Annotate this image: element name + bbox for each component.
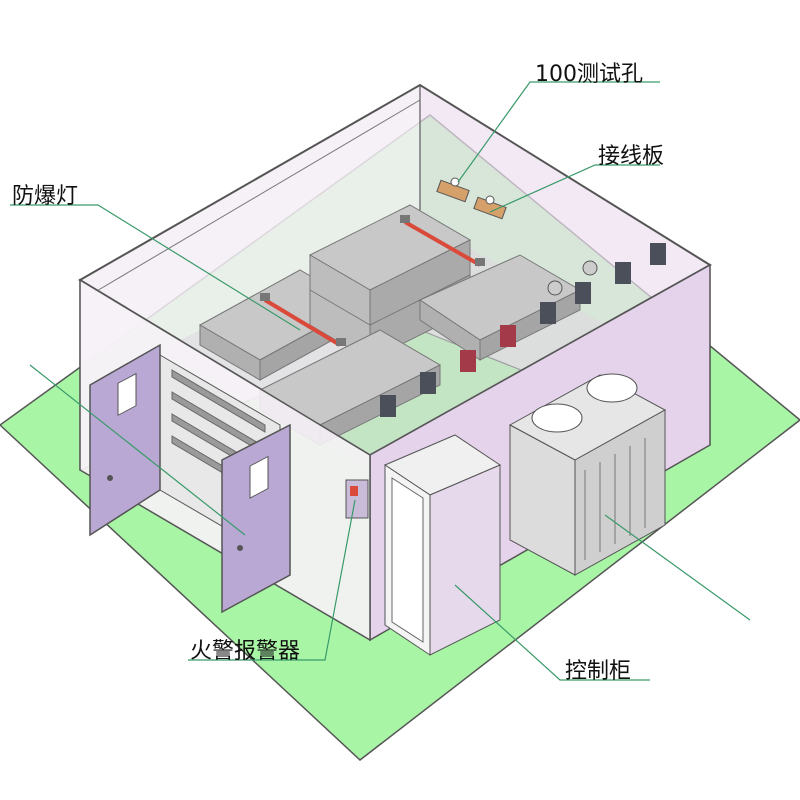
label-control-cabinet: 控制柜 bbox=[565, 659, 632, 684]
label-test-holes: 100测试孔 bbox=[535, 62, 643, 87]
fire-alarm-box bbox=[345, 479, 369, 519]
right-door[interactable] bbox=[221, 423, 291, 614]
right-door-handle[interactable] bbox=[237, 545, 243, 551]
chiller-leader bbox=[604, 514, 751, 621]
test-hole-1 bbox=[450, 177, 460, 187]
fan-motors bbox=[380, 243, 666, 417]
lamp-bar-1 bbox=[400, 215, 485, 267]
terminal-board-leader bbox=[489, 164, 660, 213]
callout-lines bbox=[10, 81, 751, 681]
left-door-window bbox=[117, 372, 137, 417]
right-door-window bbox=[249, 455, 269, 499]
label-fire-alarm: 火警报警器 bbox=[190, 639, 301, 664]
lamp-leader bbox=[10, 204, 301, 331]
door-leader bbox=[29, 364, 246, 536]
room-top-edge bbox=[94, 99, 421, 293]
left-door-handle[interactable] bbox=[107, 475, 113, 481]
label-terminal-board: 接线板 bbox=[598, 144, 665, 169]
control-cabinet bbox=[383, 434, 502, 656]
lamp-bar-2 bbox=[260, 293, 346, 347]
test-holes-leader bbox=[457, 81, 660, 183]
fire-alarm-leader bbox=[188, 499, 356, 661]
chiller-unit bbox=[508, 373, 667, 576]
test-hole-2 bbox=[485, 195, 495, 205]
label-explosion-proof-lamp: 防爆灯 bbox=[12, 184, 79, 209]
control-cabinet-leader bbox=[454, 584, 650, 681]
